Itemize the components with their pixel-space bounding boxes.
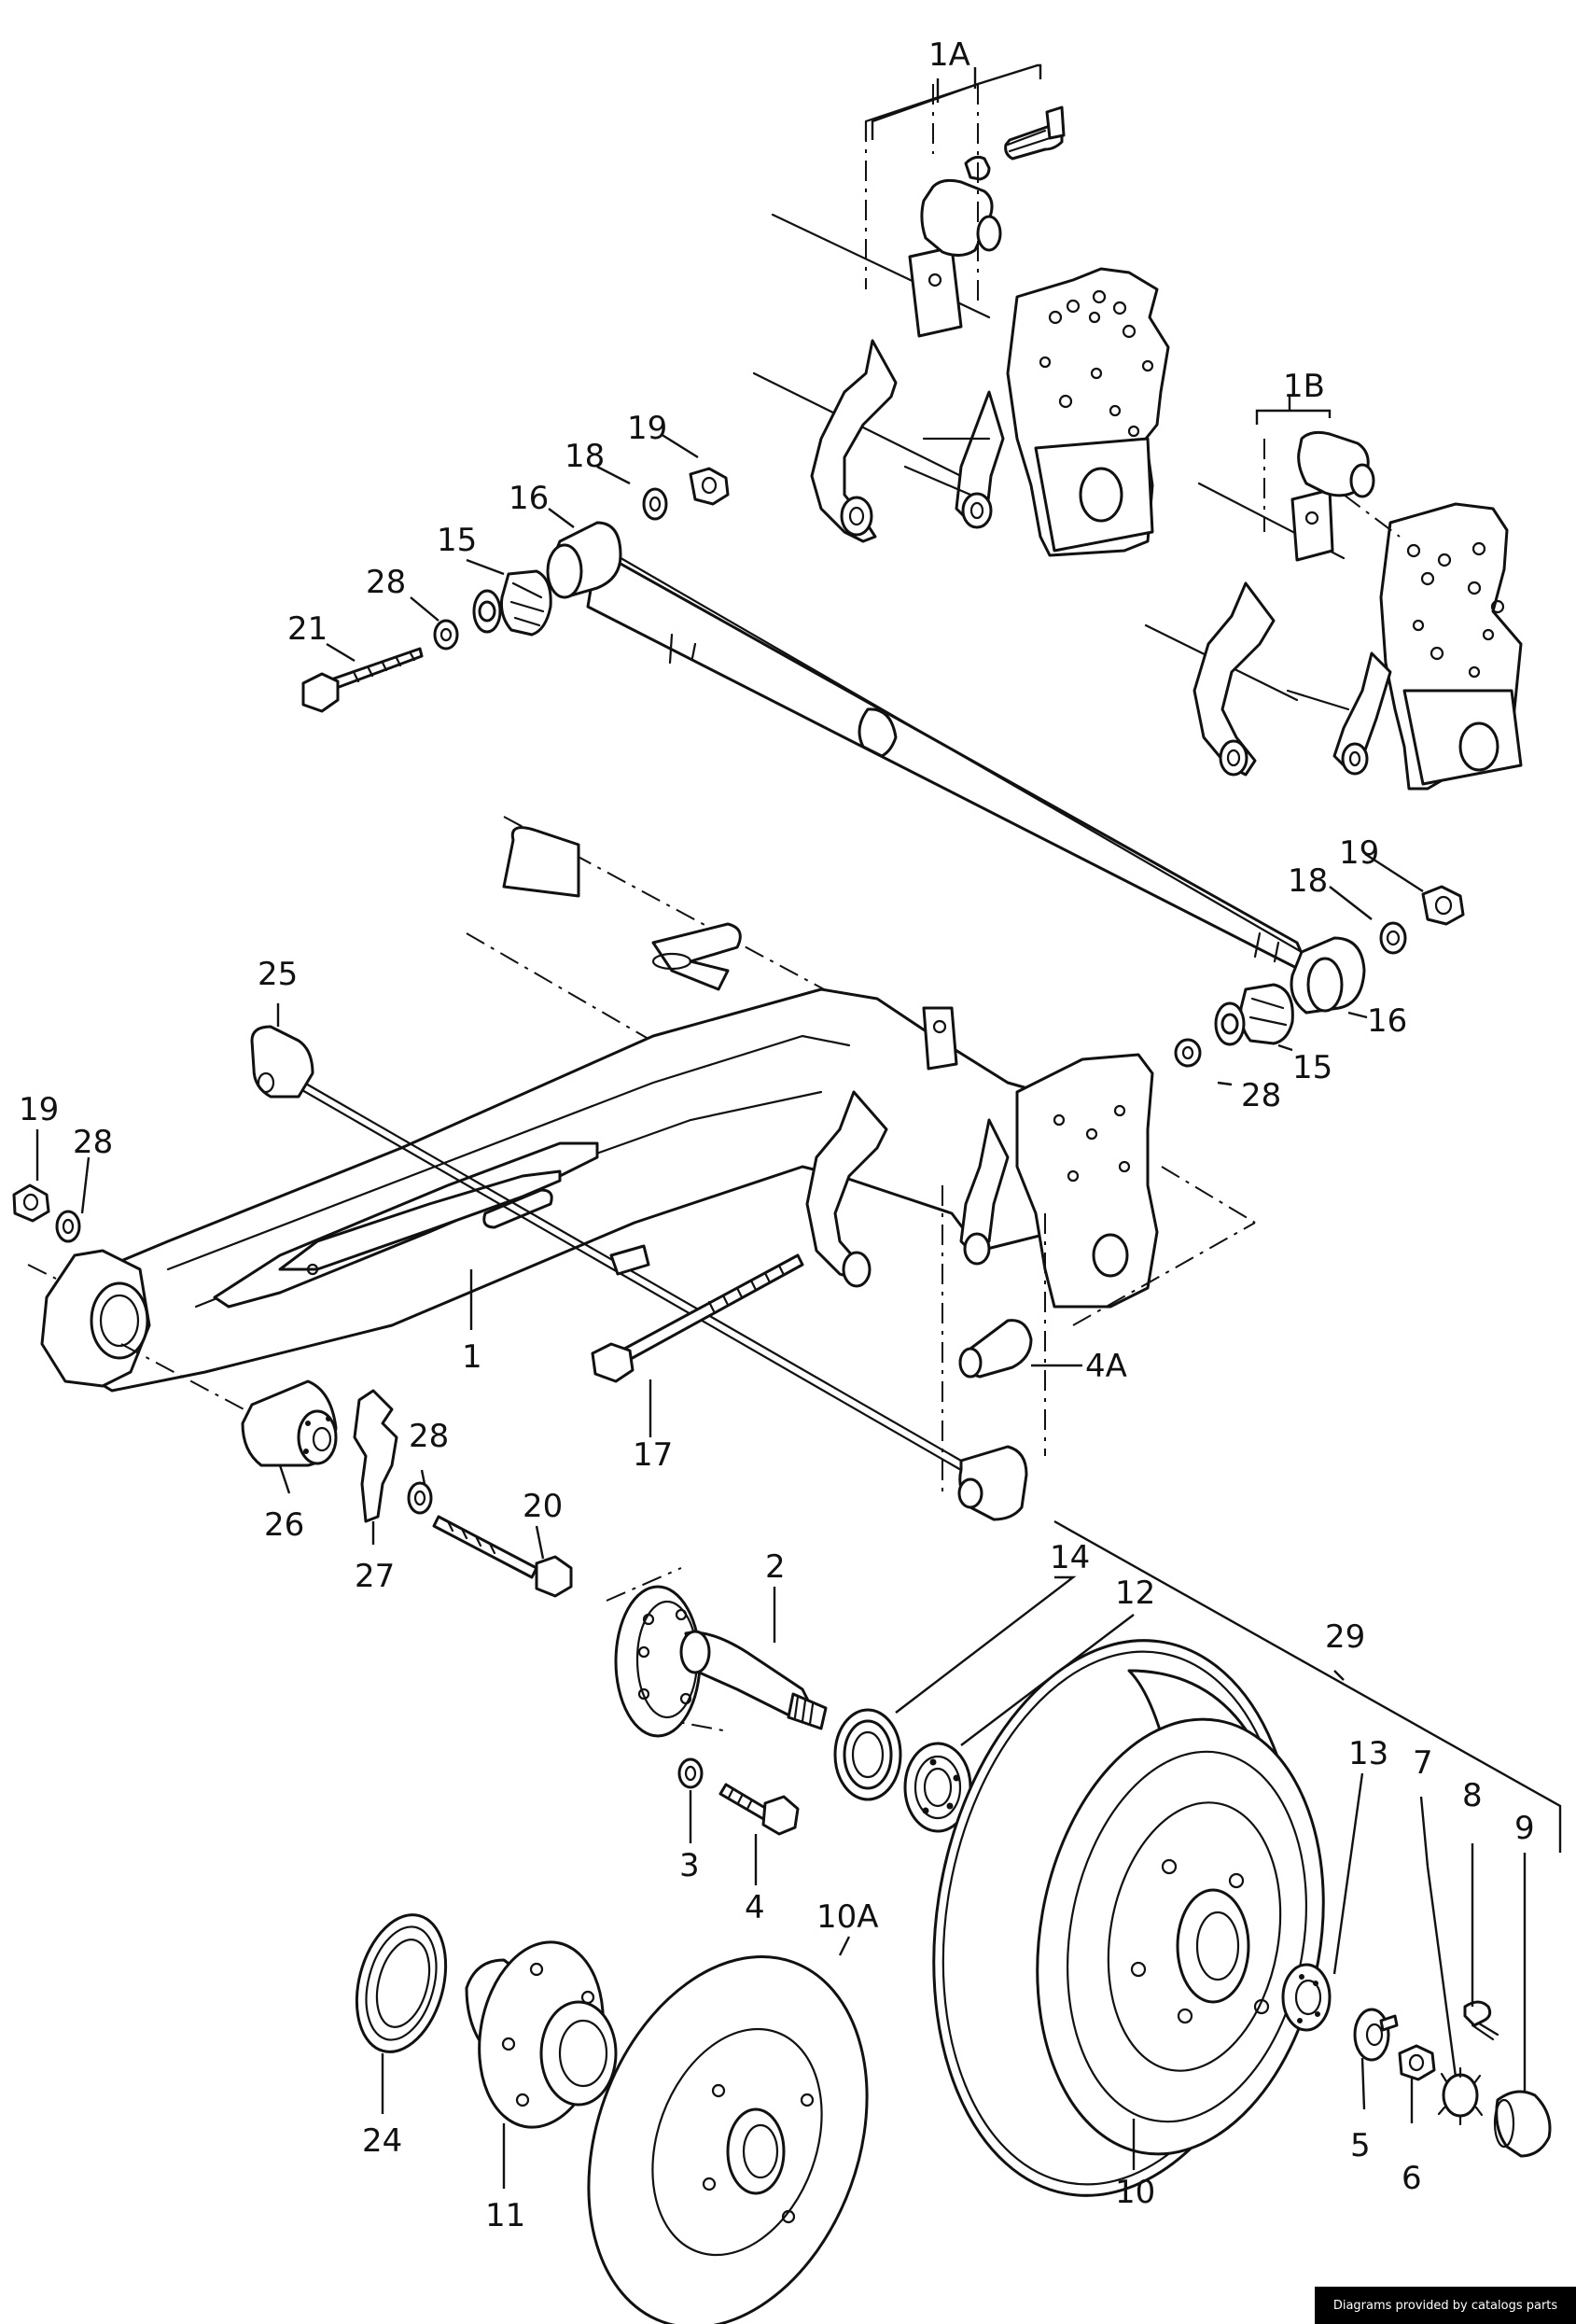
callout-20: 20	[523, 1488, 563, 1525]
callout-21: 21	[287, 610, 328, 648]
bushing-15-upper	[472, 569, 552, 637]
callout-27: 27	[355, 1558, 395, 1595]
washer-18-upper-hole	[649, 496, 662, 512]
washer-28-upper	[433, 619, 459, 651]
callout-15-right: 15	[1292, 1049, 1332, 1086]
callout-1A: 1A	[928, 36, 970, 74]
callout-28-left: 28	[73, 1124, 113, 1161]
callout-9: 9	[1514, 1810, 1535, 1847]
bushing-4A	[958, 1319, 1033, 1379]
callout-28-upper: 28	[366, 564, 406, 601]
seal-24	[355, 1913, 448, 2053]
bolt-20	[432, 1515, 573, 1598]
bolt-4	[718, 1783, 800, 1836]
callout-2: 2	[765, 1548, 786, 1586]
callout-18-right: 18	[1288, 862, 1328, 900]
callout-3: 3	[679, 1847, 700, 1884]
lock-ring-7	[1437, 2066, 1484, 2126]
cotter-pin-8	[1463, 2000, 1499, 2041]
callout-7: 7	[1413, 1744, 1433, 1782]
nut-6	[1398, 2044, 1436, 2081]
stub-axle-2	[606, 1567, 828, 1738]
callout-4A: 4A	[1085, 1348, 1127, 1385]
brake-drum-10	[932, 1639, 1325, 2197]
callout-5: 5	[1350, 2127, 1371, 2164]
washer-3	[677, 1757, 704, 1789]
callout-11: 11	[485, 2197, 525, 2234]
callout-28-right: 28	[1241, 1077, 1281, 1114]
nut-19-left	[12, 1183, 50, 1223]
callout-28-bracket: 28	[409, 1418, 449, 1455]
washer-5	[1353, 2008, 1399, 2062]
callout-25: 25	[258, 956, 298, 993]
lower-rod	[250, 1025, 1028, 1521]
bushing-26	[241, 1379, 338, 1467]
washer-28-upper-hole	[439, 627, 453, 642]
nut-19-upper	[689, 467, 730, 506]
washer-28-left	[55, 1210, 81, 1243]
callout-29: 29	[1325, 1618, 1365, 1656]
wheel-hub-11	[465, 1940, 618, 2129]
callout-19-right: 19	[1339, 834, 1379, 872]
nut-19-lower	[1421, 885, 1465, 926]
callout-26: 26	[264, 1506, 304, 1544]
mounting-bracket-1A	[752, 63, 1170, 557]
callout-8: 8	[1462, 1777, 1483, 1814]
callout-6: 6	[1402, 2160, 1422, 2197]
callout-13: 13	[1348, 1735, 1388, 1772]
callout-1B: 1B	[1283, 368, 1325, 405]
callout-24: 24	[362, 2122, 402, 2160]
bushing-16-lower	[1290, 936, 1366, 1015]
grease-cap-9	[1493, 2090, 1552, 2158]
callout-16-upper: 16	[509, 480, 549, 517]
callout-18-upper: 18	[565, 438, 605, 475]
washer-18-upper	[642, 487, 668, 521]
callout-19-upper: 19	[627, 410, 667, 447]
callout-10: 10	[1115, 2174, 1155, 2211]
credit-badge: Diagrams provided by catalogs parts	[1315, 2287, 1576, 2324]
callout-15-upper: 15	[437, 522, 477, 559]
callouts: 1A 1B 19 18 16 15 28 21 19 18 16 15 28 2…	[19, 36, 1535, 2234]
callout-17: 17	[633, 1436, 673, 1474]
bearing-12	[903, 1742, 972, 1833]
callout-16-right: 16	[1367, 1002, 1407, 1040]
bracket-27	[353, 1389, 398, 1523]
bushing-16-upper	[546, 521, 622, 599]
bearing-13	[1281, 1963, 1332, 2032]
bolt-17	[591, 1253, 804, 1383]
mounting-bracket-1B	[1144, 397, 1523, 791]
washer-28-lower-right	[1174, 1038, 1202, 1068]
bolt-21	[301, 647, 424, 713]
axle-beam	[27, 816, 1256, 1493]
crossmember-tube	[586, 549, 1313, 977]
callout-14: 14	[1050, 1539, 1090, 1576]
callout-10A: 10A	[816, 1898, 879, 1936]
washer-18-lower	[1379, 921, 1407, 955]
callout-19-left: 19	[19, 1091, 59, 1128]
bushing-15-lower	[1214, 983, 1294, 1046]
leader-lines	[35, 432, 1562, 2189]
callout-12: 12	[1115, 1575, 1155, 1612]
seal-14	[833, 1708, 902, 1801]
washer-28-bracket	[407, 1481, 433, 1515]
callout-1: 1	[462, 1338, 482, 1376]
brake-disc-10A	[587, 1955, 869, 2324]
callout-4: 4	[745, 1889, 765, 1926]
